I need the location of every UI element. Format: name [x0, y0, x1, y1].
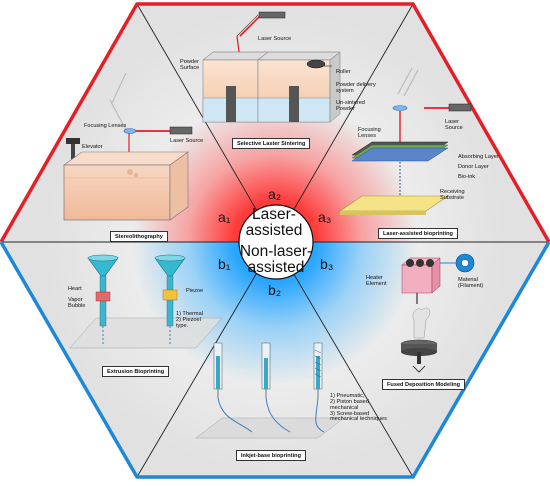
- marker-a2: a₂: [268, 186, 282, 202]
- stereo-caption: Stereolithography: [110, 231, 168, 242]
- lower-half-background: [1, 242, 549, 477]
- marker-b2: b₂: [268, 282, 282, 298]
- lab-caption: Laser-assisted bioprinting: [378, 228, 458, 239]
- nonlaser-assisted-label-line2: assisted: [247, 259, 305, 276]
- divider-left-down: [136, 241, 276, 478]
- laser-assisted-label-line2: assisted: [245, 222, 303, 239]
- fdm-caption: Fused Deposition Modeling: [382, 379, 466, 390]
- extrusion-heart-label: Heart: [68, 286, 82, 292]
- lab-absorbing-layer-label: Absorbing Layer: [458, 154, 499, 160]
- sls-illustration: [202, 11, 341, 123]
- lab-receiving-substrate-label: Receiving Substrate: [440, 189, 465, 201]
- fdm-material-label: Material (Filament): [458, 277, 484, 289]
- divider-right-up: [274, 3, 414, 243]
- sls-laser-source-label: Laser Source: [258, 36, 292, 42]
- extrusion-piezoe-label: Piezoe: [186, 288, 204, 294]
- extrusion-types-label: 1) Thermal 2) Piezoel type.: [176, 311, 203, 329]
- stereo-laser-source-label: Laser Source: [170, 138, 204, 144]
- stereo-elevator-label: Elevator: [82, 144, 103, 150]
- center-circle: [238, 204, 314, 280]
- fdm-illustration: [400, 253, 475, 373]
- marker-b1: b₁: [218, 256, 231, 272]
- sls-unsintered-label: Un-sintered Powder: [336, 100, 365, 112]
- divider-right-down: [274, 241, 414, 478]
- stereo-focusing-lenses-label: Focusing Lenses: [84, 123, 127, 129]
- fdm-heater-element-label: Heater Element: [366, 275, 387, 287]
- lab-focusing-lenses-label: Focusing Lenses: [358, 127, 381, 139]
- inkjet-illustration: [195, 342, 345, 439]
- marker-b3: b₃: [320, 256, 334, 272]
- sls-powder-delivery-label: Powder delivery system: [336, 82, 376, 94]
- extrusion-illustration: [69, 254, 223, 349]
- lab-donor-layer-label: Donor Layer: [458, 164, 489, 170]
- stereolithography-illustration: [63, 72, 193, 221]
- hexagon-border-laser: [0, 2, 550, 243]
- lab-laser-source-label: Laser Source: [445, 119, 463, 131]
- nonlaser-assisted-label-line1: Non-laser-: [239, 243, 313, 260]
- hexagon-border-nonlaser: [0, 241, 550, 479]
- extrusion-vapor-bubble-label: Vapor Bubble: [68, 297, 86, 309]
- inkjet-mechanisms-label: 1) Pneumatic, 2) Piston based mechanical…: [330, 393, 387, 423]
- sls-roller-label: Roller: [336, 69, 351, 75]
- marker-a1: a₁: [218, 209, 231, 225]
- lab-illustration: [339, 67, 472, 215]
- marker-a3: a₃: [318, 209, 332, 225]
- inkjet-caption: Inkjet-base bioprinting: [236, 450, 306, 461]
- divider-left-up: [136, 3, 276, 243]
- laser-assisted-label-line1: Laser-: [252, 206, 296, 223]
- sls-caption: Selective Laster Sintering: [232, 138, 311, 149]
- extrusion-caption: Extrusion Bioprinting: [102, 366, 170, 377]
- lab-bio-ink-label: Bio-ink: [458, 174, 476, 180]
- sls-powder-surface-label: Powder Surface: [180, 59, 200, 71]
